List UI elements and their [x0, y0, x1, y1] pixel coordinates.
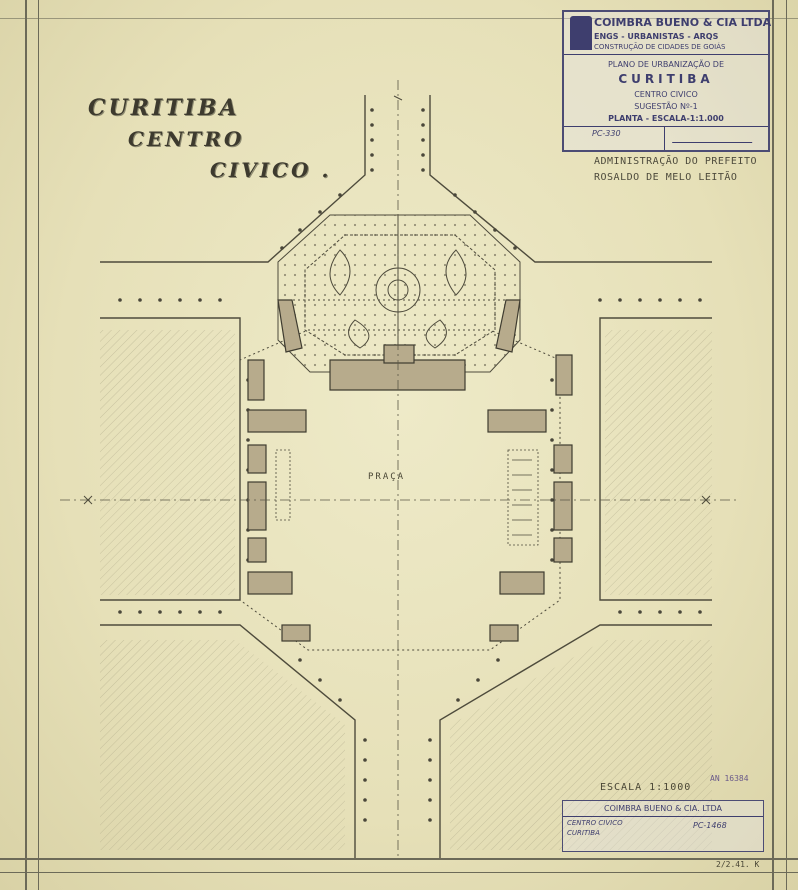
- frame-bottom-outer: [0, 872, 798, 873]
- tree-row-north-left: [280, 108, 374, 250]
- city-name: CURITIBA: [618, 72, 714, 86]
- frame-right: [772, 0, 774, 890]
- archive-code: AN 16384: [710, 774, 749, 783]
- title-block-stamp: COIMBRA BUENO & CIA LTDA ENGS - URBANIST…: [562, 10, 772, 152]
- frame-left: [25, 0, 27, 890]
- lower-stamp-firm: COIMBRA BUENO & CIA. LTDA: [604, 804, 722, 813]
- corner-date: 2/2.41. K: [716, 860, 760, 869]
- lower-stamp: COIMBRA BUENO & CIA. LTDA CENTRO CIVICO …: [562, 800, 764, 852]
- plaza-label: PRAÇA: [368, 472, 406, 482]
- firm-subtitle-2: CONSTRUÇÃO DE CIDADES DE GOIÁS: [594, 43, 726, 51]
- frame-top: [0, 18, 798, 19]
- firm-name: COIMBRA BUENO & CIA LTDA: [594, 16, 772, 29]
- buildings: [247, 299, 573, 642]
- frame-bottom: [0, 858, 798, 860]
- lower-stamp-ref: PC-1468: [693, 821, 727, 830]
- firm-logo-icon: [570, 16, 592, 50]
- firm-subtitle-1: ENGS - URBANISTAS - ARQS: [594, 32, 719, 41]
- lower-stamp-city: CURITIBA: [567, 829, 600, 837]
- lower-stamp-subject: CENTRO CIVICO: [567, 819, 623, 827]
- scale-note: ESCALA 1:1000: [600, 782, 692, 793]
- reference-number: PC-330: [592, 129, 621, 138]
- frame-right-outer: [786, 0, 787, 890]
- plan-title: PLANO DE URBANIZAÇÃO DE: [607, 60, 725, 69]
- drawing-title-line1: CURITIBA: [88, 95, 240, 121]
- frame-left-inner: [38, 0, 39, 890]
- drawing-title-line3: CIVICO .: [210, 158, 332, 182]
- signature: [671, 132, 757, 143]
- subject: CENTRO CIVICO: [634, 90, 698, 99]
- administration-line1: ADMINISTRAÇÃO DO PREFEITO: [594, 156, 758, 167]
- scale-line: PLANTA - ESCALA-1:1.000: [608, 114, 724, 123]
- suggestion: SUGESTÃO Nº-1: [634, 102, 698, 111]
- drawing-title-line2: CENTRO: [128, 127, 245, 151]
- administration-line2: ROSALDO DE MELO LEITÃO: [594, 172, 738, 183]
